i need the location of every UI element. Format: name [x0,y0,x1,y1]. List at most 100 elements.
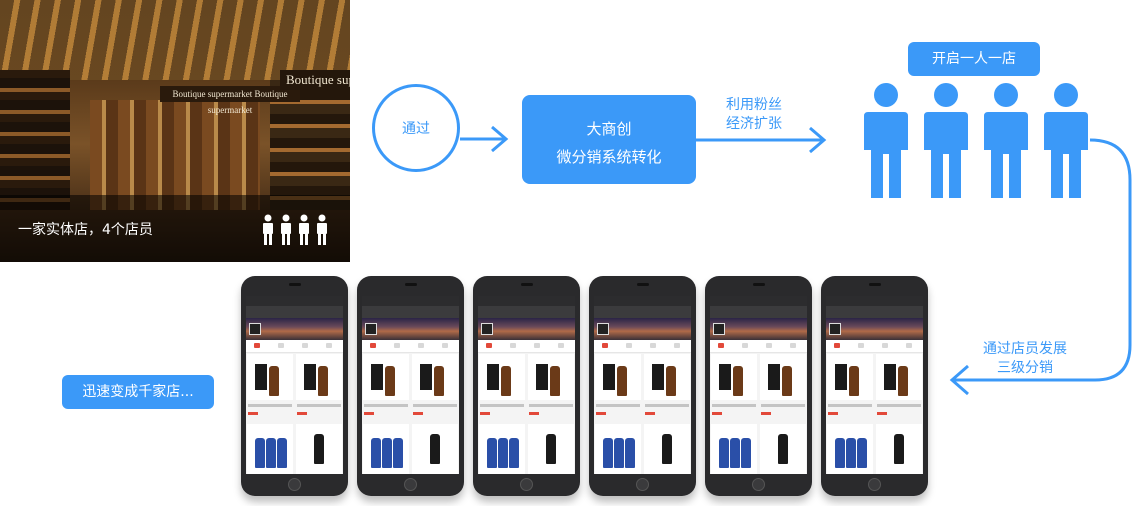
home-button [868,478,881,491]
shop-tabs [246,340,343,353]
product-card [247,354,293,400]
phone-mockup [705,276,812,496]
store-caption-overlay [0,195,350,262]
shop-tabs [362,340,459,353]
shop-logo [829,323,841,335]
bottle-icon [603,438,613,468]
home-button [520,478,533,491]
tab-icon [766,343,772,348]
circle-label: 通过 [402,121,430,137]
shop-banner [478,318,575,340]
product-box [487,364,499,390]
conversion-box: 大商创 微分销系统转化 [522,95,696,184]
product-box [884,364,896,390]
tab-icon [254,343,260,348]
phone-screen [362,296,459,474]
product-card [412,424,458,474]
product-card [528,354,574,400]
product-box [603,364,615,390]
phone-mockup [357,276,464,496]
phone-screen [826,296,923,474]
product-price [413,412,423,415]
status-bar [710,296,807,306]
nav-bar [594,306,691,318]
status-bar [594,296,691,306]
distribution-label: 通过店员发展 三级分销 [970,340,1080,378]
tab-icon [790,343,796,348]
store-ceiling [0,0,350,80]
shop-logo [481,323,493,335]
tab-icon [326,343,332,348]
product-box [255,364,267,390]
bottle-icon [314,434,324,464]
bottle-icon [318,366,328,396]
phone-screen [594,296,691,474]
tab-icon [718,343,724,348]
product-text [480,404,524,407]
product-price [645,412,655,415]
arrow-right-icon [460,125,509,153]
phone-screen [710,296,807,474]
product-box [768,364,780,390]
product-card [595,424,641,474]
store-center-display [90,100,260,210]
expand-label: 利用粉丝 经济扩张 [712,96,796,134]
phone-camera [289,283,301,286]
store-sign-small: Boutique supermarket Boutique supermarke… [160,86,300,115]
product-box [652,364,664,390]
nav-bar [362,306,459,318]
bottle-icon [857,438,867,468]
product-card [479,424,525,474]
bottle-icon [393,438,403,468]
shop-banner [826,318,923,340]
product-price [364,412,374,415]
nav-bar [246,306,343,318]
phone-camera [753,283,765,286]
shop-tabs [478,340,575,353]
product-price [596,412,606,415]
bottle-icon [730,438,740,468]
distribution-label-line1: 通过店员发展 [983,341,1067,357]
product-text [645,404,689,407]
product-text [761,404,805,407]
expand-label-line1: 利用粉丝 [726,97,782,113]
thousand-stores-pill: 迅速变成千家店... [62,375,214,409]
shop-tabs [826,340,923,353]
bottle-icon [782,366,792,396]
tab-icon [626,343,632,348]
tab-icon [674,343,680,348]
product-card [479,354,525,400]
product-card [760,354,806,400]
bottle-icon [509,438,519,468]
store-shelf-left [0,70,70,210]
product-text [529,404,573,407]
status-bar [826,296,923,306]
nav-bar [710,306,807,318]
shop-banner [710,318,807,340]
shop-logo [713,323,725,335]
home-button [288,478,301,491]
product-text [712,404,756,407]
product-text [364,404,408,407]
product-price [529,412,539,415]
bottle-icon [487,438,497,468]
shop-banner [246,318,343,340]
product-card [876,354,922,400]
tab-icon [486,343,492,348]
product-text [248,404,292,407]
shop-logo [249,323,261,335]
bottle-icon [719,438,729,468]
product-box [719,364,731,390]
tab-icon [742,343,748,348]
nav-bar [826,306,923,318]
product-price [480,412,490,415]
product-text [297,404,341,407]
bottle-icon [498,438,508,468]
bottle-icon [898,366,908,396]
product-card [363,424,409,474]
shop-logo [597,323,609,335]
product-box [371,364,383,390]
phone-camera [521,283,533,286]
product-card [528,424,574,474]
bottle-icon [666,366,676,396]
